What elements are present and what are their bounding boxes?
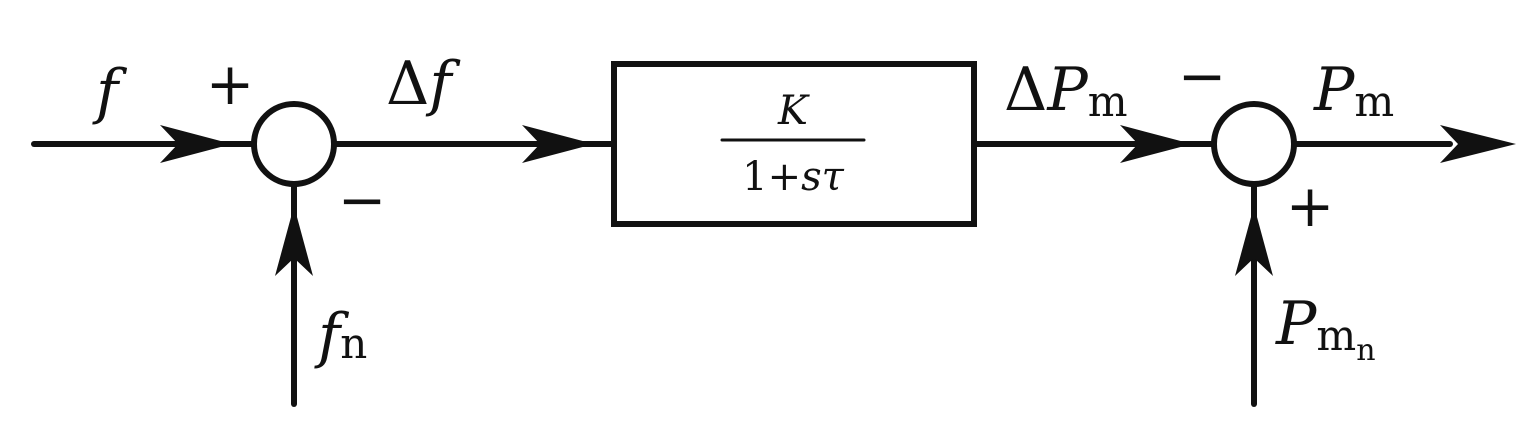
frequency-reference-arrowhead: [275, 206, 313, 276]
transfer-function-block: [611, 61, 977, 227]
power-reference-label: Pmn: [1275, 289, 1376, 368]
error-arrowhead: [522, 125, 594, 163]
power-deviation-symbol: P: [1046, 55, 1089, 125]
frequency-summing-junction: [251, 101, 337, 187]
transfer-function-denominator: 1+sτ: [742, 154, 845, 200]
power-deviation-delta: Δ: [1004, 55, 1047, 125]
power-summing-junction: [1211, 101, 1297, 187]
frequency-deviation-symbol: f: [425, 49, 461, 119]
mechanical-power-symbol: P: [1313, 55, 1356, 125]
mechanical-power-label: Pm: [1313, 55, 1394, 126]
block-output-arrowhead: [1120, 125, 1192, 163]
power-reference-subsubscript: n: [1356, 333, 1375, 368]
denominator-tau: τ: [822, 154, 845, 200]
mechanical-power-subscript: m: [1354, 77, 1394, 126]
denominator-s: s: [801, 154, 822, 200]
sum2-reference-sign: +: [1286, 172, 1335, 240]
power-reference-symbol: P: [1275, 289, 1318, 359]
input-arrowhead: [160, 125, 232, 163]
frequency-reference-subscript: n: [340, 319, 367, 368]
frequency-deviation-delta: Δ: [386, 49, 429, 119]
sum1-reference-sign: −: [338, 166, 387, 234]
sum1-input-sign: +: [206, 50, 255, 118]
power-reference-subscript: m: [1316, 311, 1356, 360]
transfer-function-numerator: K: [777, 88, 810, 134]
denominator-prefix: 1+: [742, 154, 801, 200]
power-reference-arrowhead: [1235, 206, 1273, 276]
power-deviation-subscript: m: [1088, 77, 1128, 126]
sum2-input-sign: −: [1178, 42, 1227, 110]
frequency-reference-label: fn: [314, 301, 367, 371]
input-frequency-label: f: [92, 57, 128, 127]
power-deviation-label: ΔPm: [1004, 55, 1128, 126]
frequency-deviation-label: Δf: [386, 49, 461, 119]
output-arrowhead: [1440, 125, 1516, 163]
